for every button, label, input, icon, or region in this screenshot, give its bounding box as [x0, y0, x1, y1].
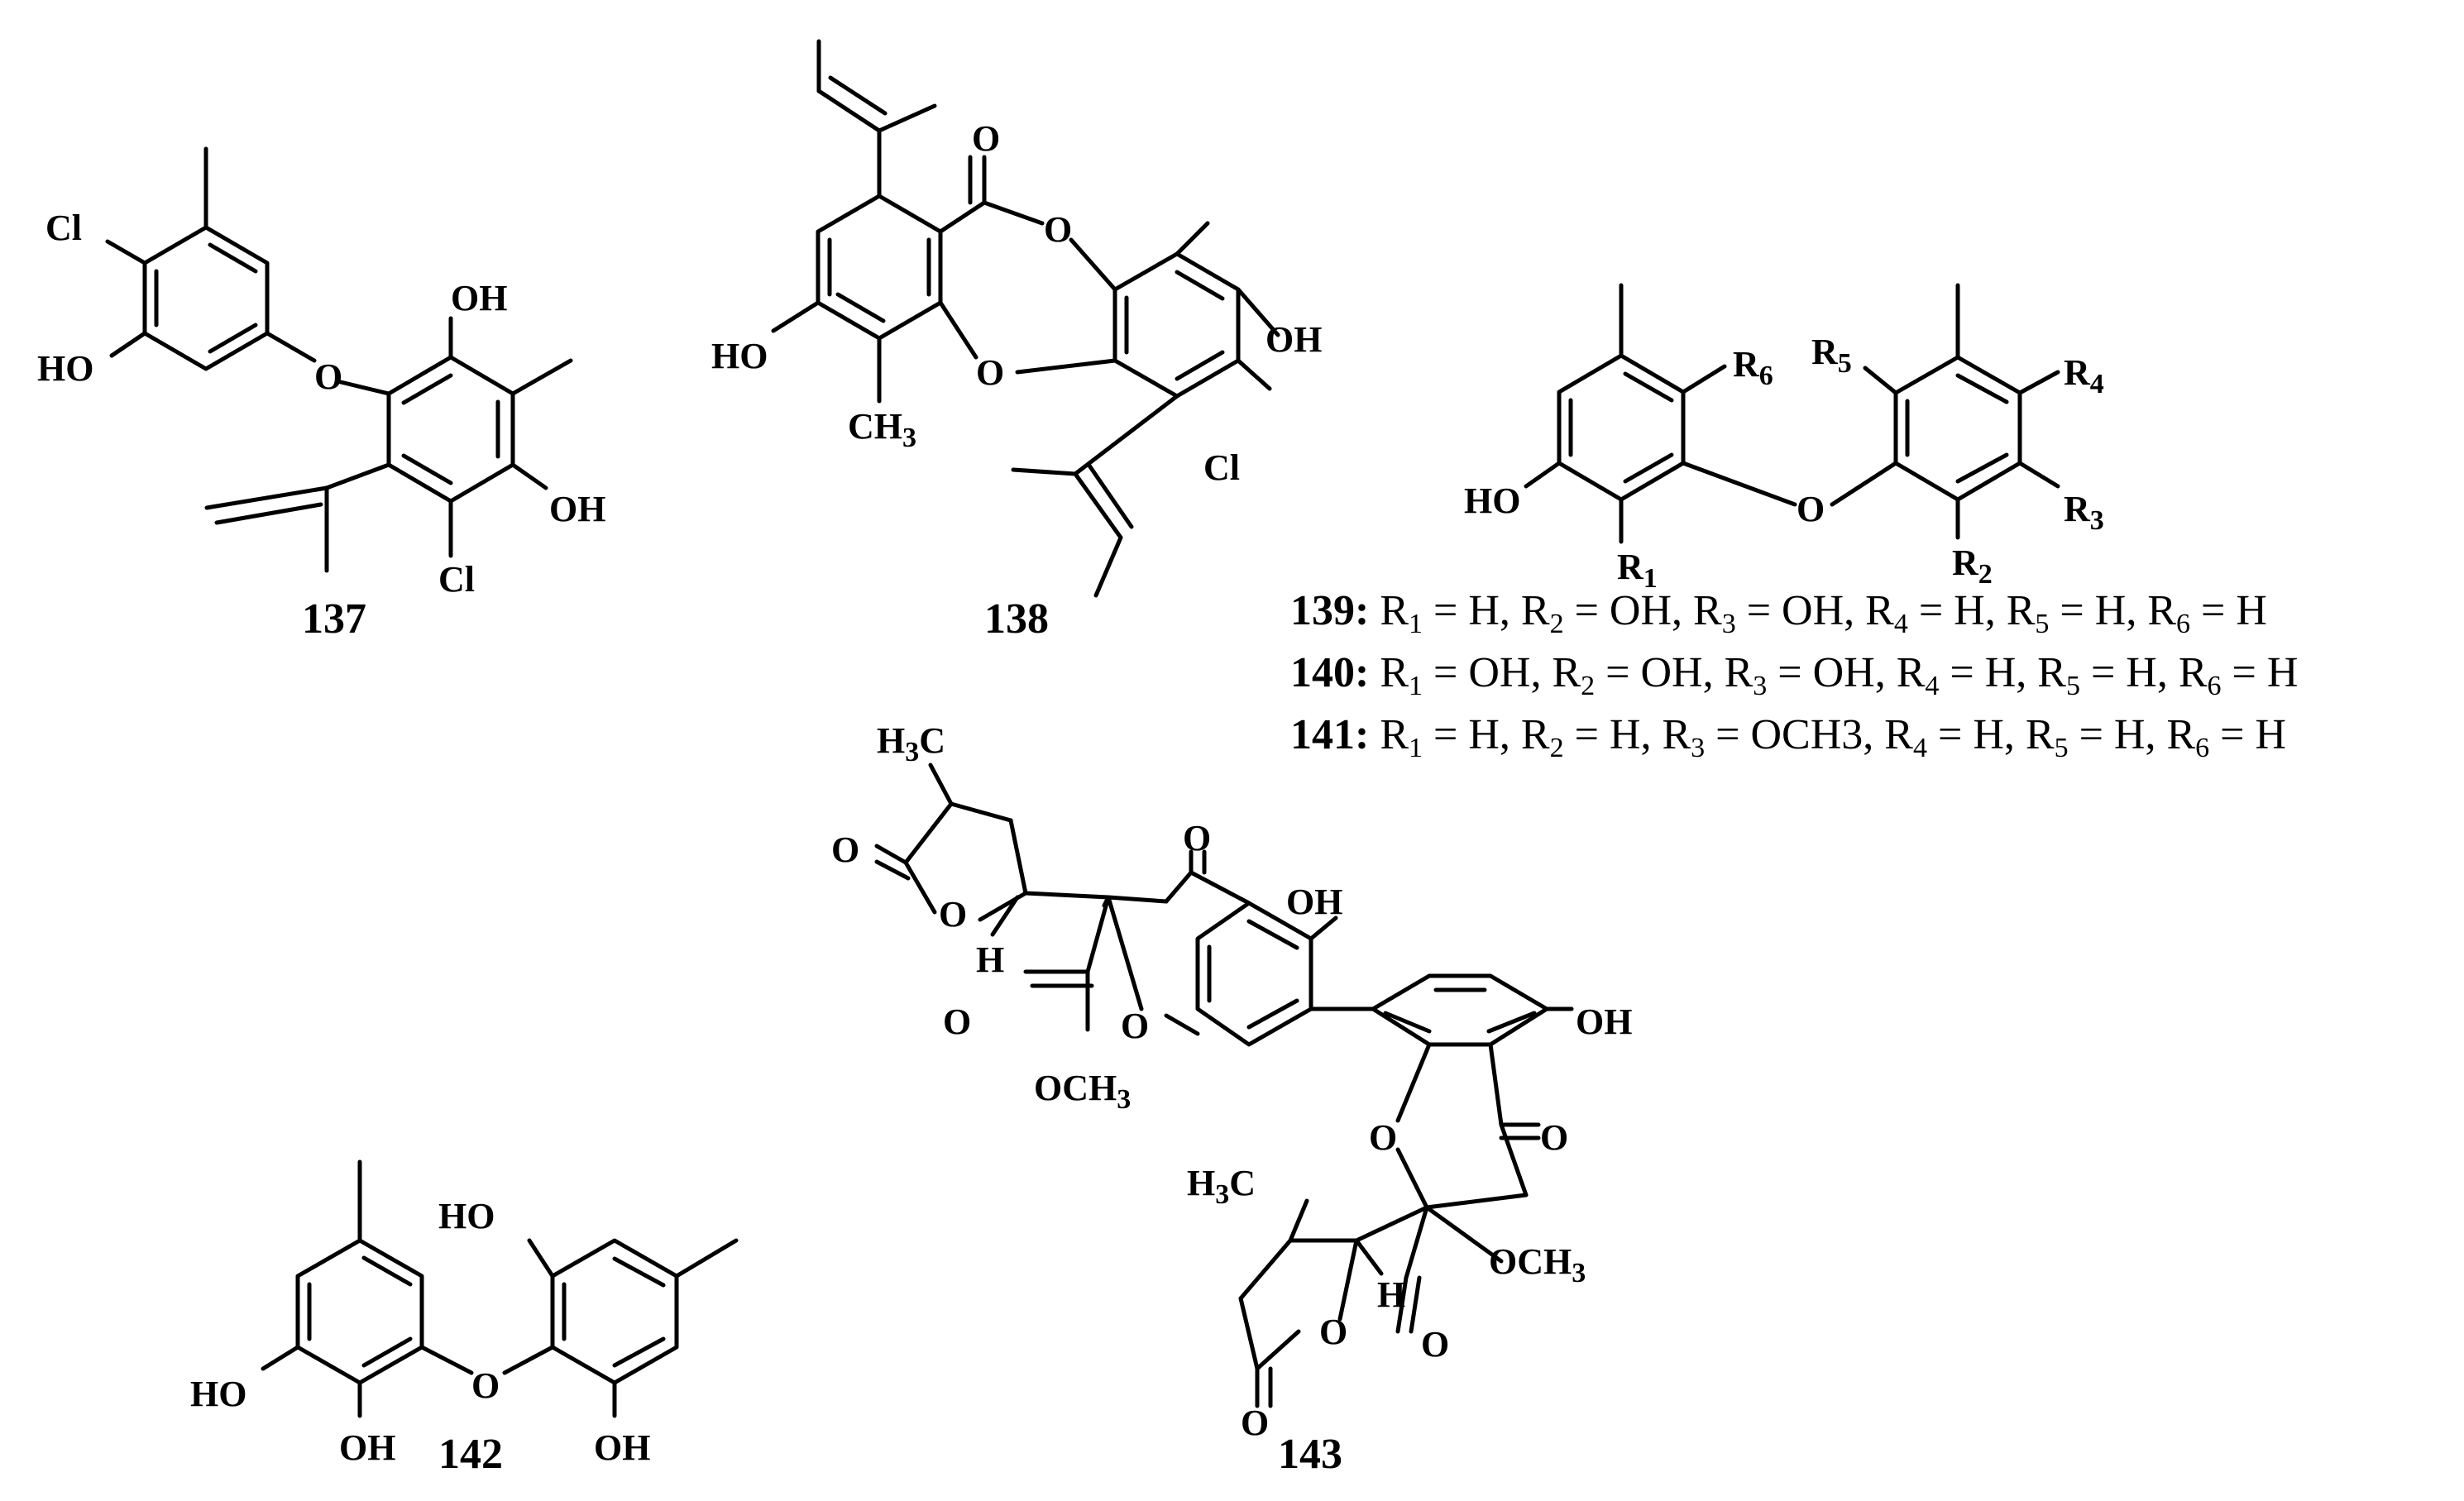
scaffold-r6: R6: [1733, 344, 1773, 391]
compound-143-methyl-bottom: H3C: [1187, 1163, 1256, 1210]
compound-142-hydroxyl-bottom-right: OH: [594, 1427, 650, 1468]
substituent-table: 139: R1 = H, R2 = OH, R3 = OH, R4 = H, R…: [1290, 587, 2298, 763]
compound-137-hydroxyl-right: OH: [549, 489, 605, 529]
compound-138-chlorine: Cl: [1203, 447, 1240, 488]
compound-138-hydroxyl-left: HO: [711, 336, 768, 376]
substituent-row-141: 141: R1 = H, R2 = H, R3 = OCH3, R4 = H, …: [1290, 711, 2286, 763]
scaffold-r3: R3: [2064, 489, 2104, 536]
compound-138-label: 138: [984, 595, 1049, 643]
compound-143-carboxyl-top-oxygen: O: [943, 1001, 971, 1042]
compound-137: Cl HO O OH OH Cl 137: [37, 146, 605, 643]
compound-143-bonds: [874, 762, 1574, 1408]
compound-142-bonds: [261, 1159, 739, 1418]
compound-143-lactone-top-ring-oxygen: O: [939, 894, 967, 935]
compound-138-ether-oxygen: O: [976, 352, 1004, 393]
compound-142-label: 142: [438, 1431, 503, 1478]
compound-137-label: 137: [302, 595, 366, 643]
compound-143-hydrogen-bottom: H: [1377, 1274, 1405, 1315]
compound-143-methoxy-bottom: OCH3: [1489, 1241, 1586, 1288]
compound-138-carbonyl-oxygen: O: [972, 118, 1000, 159]
compound-137-chlorine-bottom: Cl: [438, 559, 475, 600]
compound-143-hydroxyl-top: OH: [1286, 882, 1342, 922]
scaffold-r4: R4: [2064, 352, 2104, 399]
compound-142: HO OH O HO OH 142: [190, 1159, 739, 1478]
compound-143-lactone-bottom-ring-oxygen: O: [1319, 1312, 1347, 1352]
compound-143-ketone-top-oxygen: O: [1183, 818, 1211, 858]
compound-137-hydroxyl-top: OH: [451, 278, 507, 318]
scaffold-r1: R1: [1617, 547, 1658, 594]
compound-138-bonds: [771, 39, 1280, 598]
compound-139-141-scaffold: HO O R1 R2 R3 R4 R5 R6 139: R1 = H, R2 =…: [1290, 283, 2298, 763]
scaffold-bonds: [1524, 283, 2060, 544]
compound-143-hydrogen-top: H: [976, 939, 1004, 980]
substituent-row-139: 139: R1 = H, R2 = OH, R3 = OH, R4 = H, R…: [1290, 587, 2267, 639]
compound-143-methoxy-top: OCH3: [1034, 1068, 1131, 1115]
compound-143-methyl-top: H3C: [877, 720, 945, 767]
compound-142-ether-oxygen: O: [471, 1365, 500, 1406]
compound-138: O O O HO OH CH3 Cl 138: [711, 39, 1322, 643]
compound-143-label: 143: [1278, 1431, 1342, 1478]
compound-143-hydroxyl-right: OH: [1576, 1001, 1632, 1042]
compound-143-carboxyl-bottom-oxygen: O: [1421, 1324, 1449, 1365]
compound-142-hydroxyl-bottom-left: OH: [339, 1427, 395, 1468]
scaffold-r2: R2: [1952, 543, 1993, 590]
compound-142-hydroxyl-top: HO: [438, 1196, 495, 1236]
compound-137-ether-oxygen: O: [314, 356, 342, 397]
compound-143-lactone-bottom-carbonyl-oxygen: O: [1241, 1403, 1269, 1443]
scaffold-hydroxyl: HO: [1464, 480, 1520, 521]
compound-137-chlorine-top: Cl: [45, 208, 82, 248]
compound-138-hydroxyl-right: OH: [1265, 319, 1322, 360]
compound-142-hydroxyl-left: HO: [190, 1374, 246, 1414]
compound-138-ester-oxygen: O: [1044, 209, 1072, 250]
substituent-row-140: 140: R1 = OH, R2 = OH, R3 = OH, R4 = H, …: [1290, 649, 2298, 701]
compound-143-chromanone-bottom-oxygen: O: [1369, 1117, 1397, 1158]
compound-143-lactone-top-carbonyl-oxygen: O: [831, 829, 859, 870]
compound-143: H3C O O H O OH O O OCH3 OH O O H3C H OCH…: [831, 720, 1632, 1478]
compound-137-bonds: [105, 146, 573, 573]
scaffold-ether-oxygen: O: [1797, 489, 1825, 529]
compound-137-hydroxyl-left: HO: [37, 348, 93, 389]
compound-138-methyl: CH3: [848, 406, 916, 453]
compound-143-ketone-bottom-oxygen: O: [1540, 1117, 1568, 1158]
compound-143-chromanone-top-oxygen: O: [1121, 1006, 1149, 1046]
scaffold-r5: R5: [1811, 332, 1852, 379]
